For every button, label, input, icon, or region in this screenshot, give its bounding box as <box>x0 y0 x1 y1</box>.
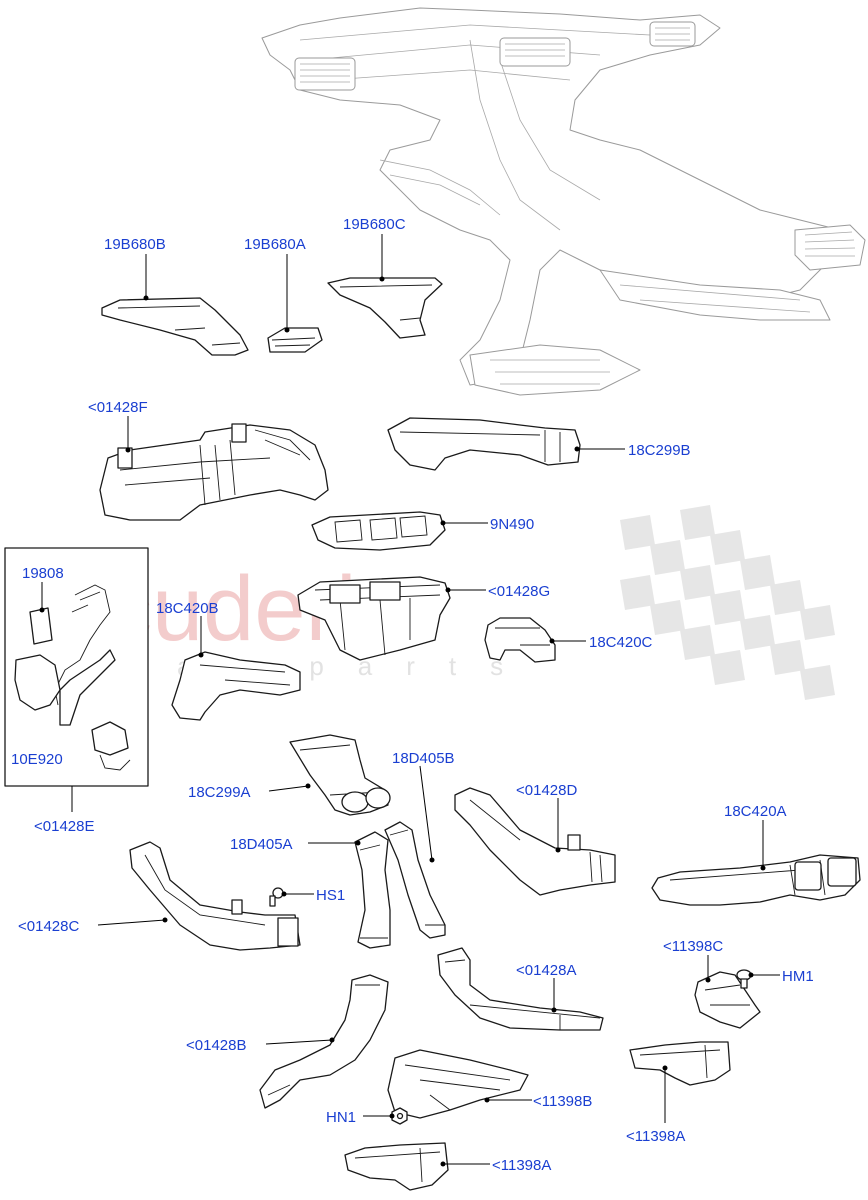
part-01428B <box>259 974 389 1109</box>
part-11398A-right <box>629 1041 731 1086</box>
fastener-HN1 <box>391 1107 408 1125</box>
part-18D405A <box>354 831 391 949</box>
label-01428B[interactable]: <01428B <box>186 1037 246 1054</box>
label-11398B[interactable]: <11398B <box>533 1093 592 1110</box>
kit-01428E <box>4 547 149 787</box>
part-01428F <box>99 423 329 521</box>
part-01428C <box>129 841 301 951</box>
part-18C420C <box>484 617 556 663</box>
part-19B680C <box>327 277 443 339</box>
label-01428F[interactable]: <01428F <box>88 399 148 416</box>
label-HM1[interactable]: HM1 <box>782 968 814 985</box>
part-11398A-bottom <box>344 1142 449 1191</box>
checker-flag <box>620 505 835 700</box>
part-11398C <box>694 971 761 1029</box>
part-01428A <box>437 947 604 1031</box>
label-10E920[interactable]: 10E920 <box>11 751 63 768</box>
label-18C299B[interactable]: 18C299B <box>628 442 691 459</box>
label-HN1[interactable]: HN1 <box>326 1109 356 1126</box>
fastener-HS1 <box>269 887 284 907</box>
label-19808[interactable]: 19808 <box>22 565 64 582</box>
label-18D405A[interactable]: 18D405A <box>230 836 293 853</box>
label-18C420B[interactable]: 18C420B <box>156 600 219 617</box>
label-18C420C[interactable]: 18C420C <box>589 634 653 651</box>
fastener-HM1 <box>736 969 752 989</box>
part-19B680A <box>267 327 323 353</box>
part-11398B <box>387 1049 529 1119</box>
label-11398A-bottom[interactable]: <11398A <box>492 1157 551 1174</box>
label-HS1[interactable]: HS1 <box>316 887 345 904</box>
label-18C299A[interactable]: 18C299A <box>188 784 251 801</box>
label-9N490[interactable]: 9N490 <box>490 516 534 533</box>
part-18D405B <box>384 821 446 939</box>
label-11398A-right[interactable]: <11398A <box>626 1128 685 1145</box>
part-19B680B <box>101 297 249 356</box>
part-18C299B <box>387 417 581 471</box>
dashboard-duct-assembly <box>261 7 866 396</box>
label-18C420A[interactable]: 18C420A <box>724 803 787 820</box>
label-01428A[interactable]: <01428A <box>516 962 576 979</box>
part-01428D <box>454 787 616 896</box>
part-18C420B <box>171 651 301 721</box>
label-01428C[interactable]: <01428C <box>18 918 79 935</box>
sensor-19808 <box>29 607 53 645</box>
label-01428D[interactable]: <01428D <box>516 782 577 799</box>
motor-10E920 <box>91 721 129 756</box>
label-11398C[interactable]: <11398C <box>663 938 723 955</box>
label-01428E[interactable]: <01428E <box>34 818 94 835</box>
part-01428G <box>297 576 451 661</box>
part-18C299A <box>289 734 391 816</box>
leader-lines <box>39 234 780 1167</box>
part-9N490 <box>311 511 446 551</box>
part-18C420A <box>651 854 861 906</box>
label-19B680B[interactable]: 19B680B <box>104 236 166 253</box>
watermark: scuderia car parts <box>60 505 835 700</box>
callout-labels: 19B680B 19B680A 19B680C <01428F 18C299B … <box>11 216 814 1174</box>
label-19B680A[interactable]: 19B680A <box>244 236 306 253</box>
label-18D405B[interactable]: 18D405B <box>392 750 455 767</box>
label-01428G[interactable]: <01428G <box>488 583 550 600</box>
label-19B680C[interactable]: 19B680C <box>343 216 406 233</box>
